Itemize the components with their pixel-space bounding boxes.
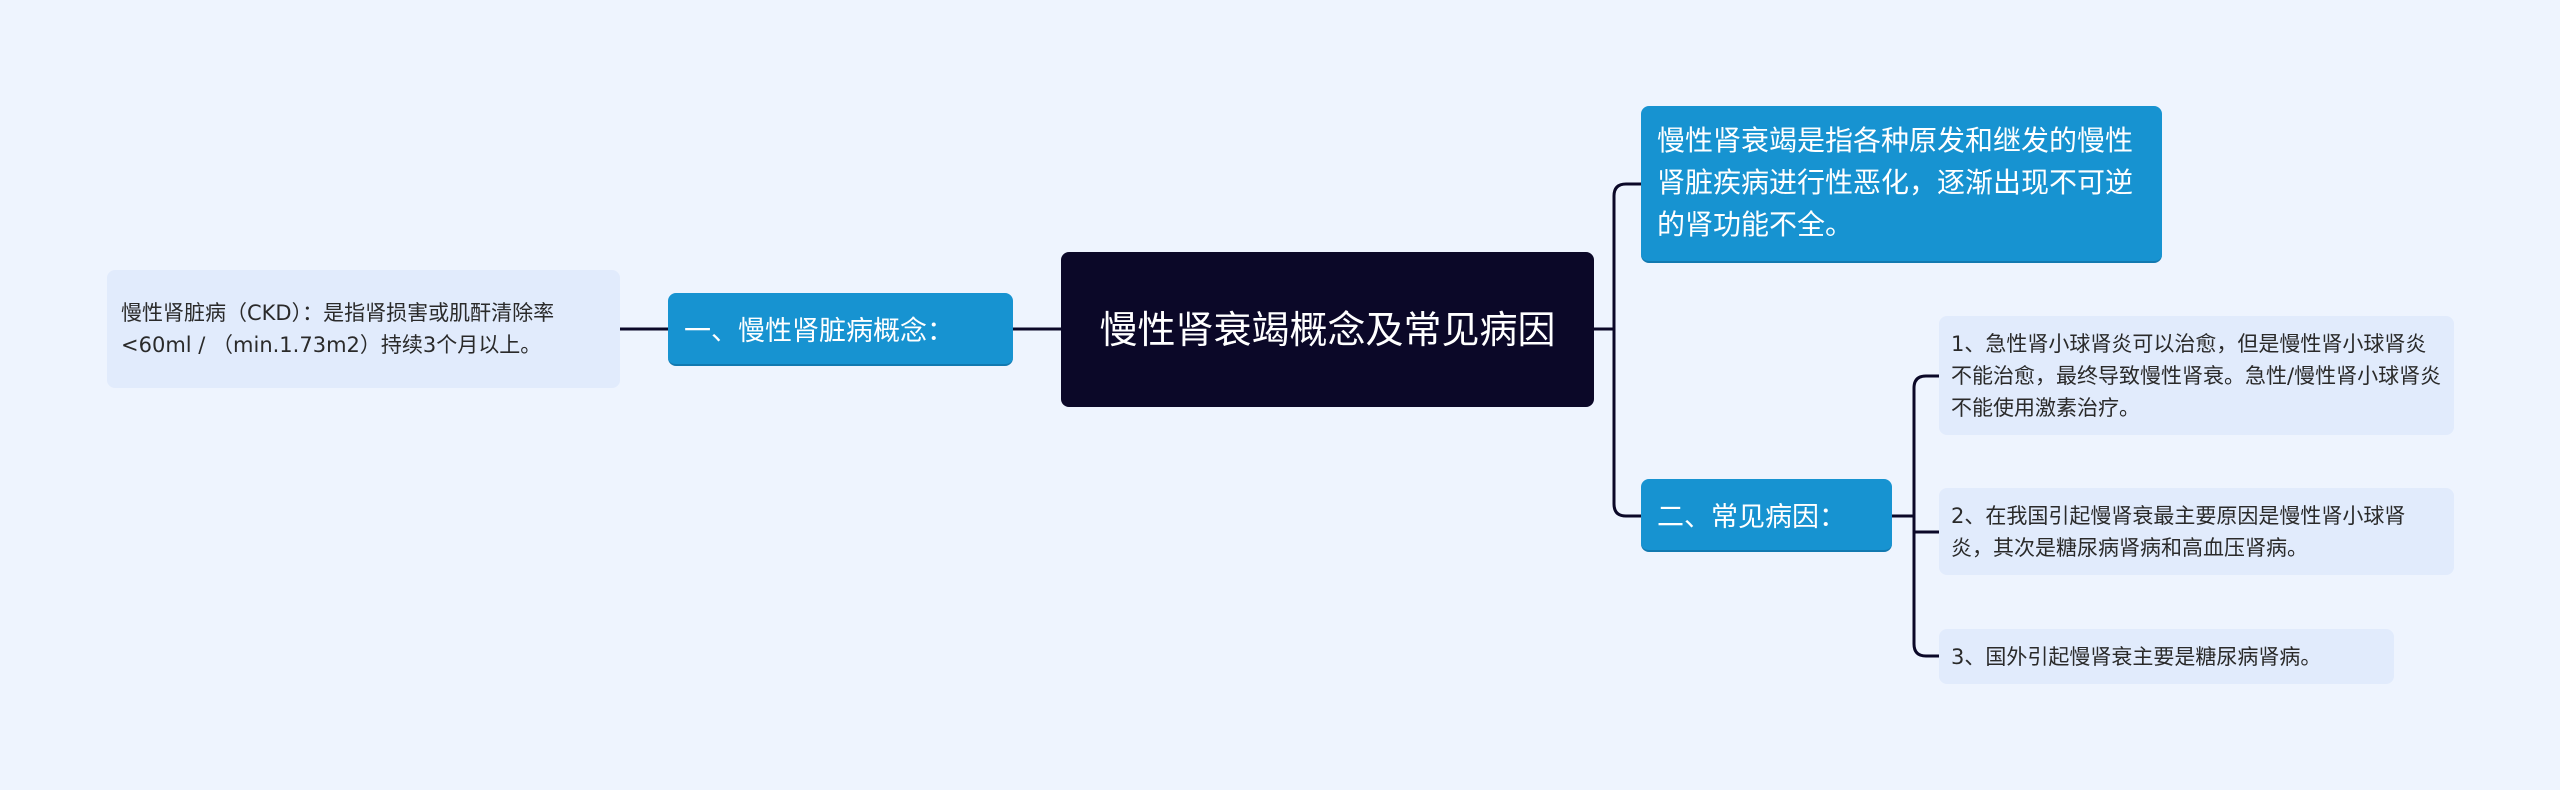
root-title: 慢性肾衰竭概念及常见病因 <box>1099 307 1556 352</box>
branch-label: 二、常见病因： <box>1657 502 1846 533</box>
leaf-text: 1、急性肾小球肾炎可以治愈，但是慢性肾小球肾炎不能治愈，最终导致慢性肾衰。急性/… <box>1951 331 2442 420</box>
definition-text: 慢性肾衰竭是指各种原发和继发的慢性肾脏疾病进行性恶化，逐渐出现不可逆的肾功能不全… <box>1657 124 2134 241</box>
root-node[interactable]: 慢性肾衰竭概念及常见病因 <box>1061 252 1594 407</box>
connector-section2-leaves <box>1912 374 1939 658</box>
cause-leaf-2[interactable]: 2、在我国引起慢肾衰最主要原因是慢性肾小球肾炎，其次是糖尿病肾病和高血压肾病。 <box>1939 488 2454 575</box>
leaf-text: 3、国外引起慢肾衰主要是糖尿病肾病。 <box>1951 644 2322 669</box>
leaf-text: 慢性肾脏病（CKD）：是指肾损害或肌酐清除率<60ml / （min.1.73m… <box>121 301 555 357</box>
branch-label: 一、慢性肾脏病概念： <box>684 316 954 347</box>
cause-leaf-3[interactable]: 3、国外引起慢肾衰主要是糖尿病肾病。 <box>1939 629 2394 684</box>
branch-section1[interactable]: 一、慢性肾脏病概念： <box>668 293 1013 366</box>
connector-right-branches <box>1612 182 1641 518</box>
branch-section2[interactable]: 二、常见病因： <box>1641 479 1892 552</box>
leaf-text: 2、在我国引起慢肾衰最主要原因是慢性肾小球肾炎，其次是糖尿病肾病和高血压肾病。 <box>1951 503 2406 560</box>
cause-leaf-1[interactable]: 1、急性肾小球肾炎可以治愈，但是慢性肾小球肾炎不能治愈，最终导致慢性肾衰。急性/… <box>1939 316 2454 435</box>
definition-node[interactable]: 慢性肾衰竭是指各种原发和继发的慢性肾脏疾病进行性恶化，逐渐出现不可逆的肾功能不全… <box>1641 106 2162 263</box>
leaf-ckd-definition[interactable]: 慢性肾脏病（CKD）：是指肾损害或肌酐清除率<60ml / （min.1.73m… <box>107 270 620 388</box>
